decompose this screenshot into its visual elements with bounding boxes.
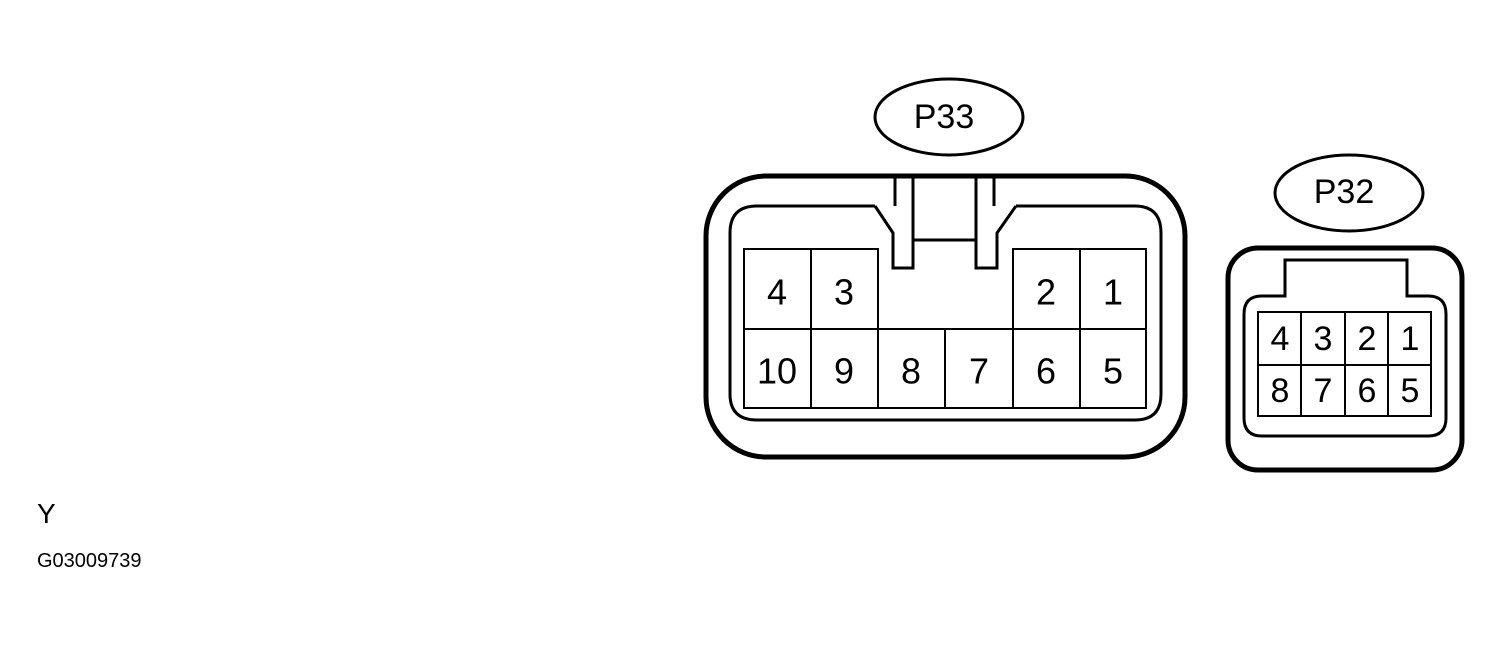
p33-latch	[873, 176, 1018, 270]
p32-pin: 8	[1271, 372, 1290, 410]
p32-pin: 3	[1314, 320, 1333, 358]
p32-pin: 1	[1401, 320, 1420, 358]
p32-connector: P32 4 3 2 1 8 7 6 5	[1225, 153, 1465, 473]
p33-pin-grid	[743, 248, 1147, 409]
p33-connector: P33 4 3 2 1	[703, 77, 1188, 460]
p33-pin: 9	[834, 351, 854, 392]
p33-pin: 8	[901, 351, 921, 392]
p32-label: P32	[1314, 173, 1375, 211]
p33-pin: 3	[834, 272, 854, 313]
p32-pin: 5	[1401, 372, 1420, 410]
p32-pin-labels: 4 3 2 1 8 7 6 5	[1271, 320, 1420, 410]
p33-outer-housing	[703, 173, 1188, 460]
p33-pin: 4	[767, 272, 787, 313]
p33-label: P33	[914, 98, 975, 136]
p32-pin-grid	[1257, 311, 1432, 417]
p33-pin: 2	[1036, 272, 1056, 313]
p32-pin: 2	[1358, 320, 1377, 358]
p33-pin: 10	[757, 351, 797, 392]
p32-pin: 6	[1358, 372, 1377, 410]
p33-inner-housing	[728, 204, 1163, 422]
p33-pin: 1	[1103, 272, 1123, 313]
p32-label-ellipse	[1273, 153, 1425, 233]
p33-pin: 5	[1103, 351, 1123, 392]
p32-outer-housing	[1225, 245, 1465, 473]
p32-pin: 7	[1314, 372, 1333, 410]
view-letter: Y	[37, 498, 56, 529]
p32-inner-housing	[1242, 258, 1448, 438]
p33-label-ellipse	[873, 77, 1025, 157]
p33-pin: 7	[969, 351, 989, 392]
p32-pin: 4	[1271, 320, 1290, 358]
figure-id: G03009739	[37, 550, 142, 572]
p33-pin-labels: 4 3 2 1 10 9 8 7 6 5	[757, 272, 1123, 392]
p33-pin: 6	[1036, 351, 1056, 392]
